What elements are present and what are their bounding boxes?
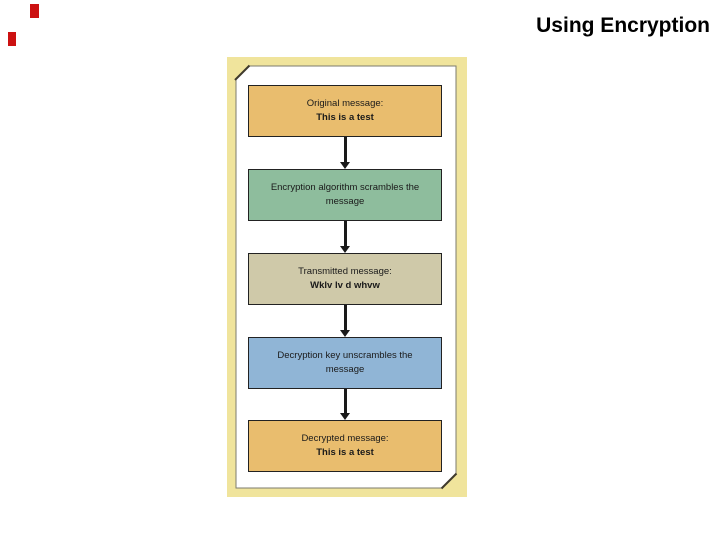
flow-box-label-line1: Decrypted message: [301,433,389,444]
flow-box-label-line1: Original message: [306,98,384,109]
red-accent-mark [8,32,16,46]
flow-arrow-down [340,137,350,169]
flow-box-label-line1: Transmitted message: [298,266,392,277]
flow-box-decryption-key: Decryption key unscrambles the message [248,337,442,389]
plaque-bevel-shadow-top-left [234,64,251,81]
plaque-bevel-shadow-bottom-right [440,472,458,490]
flow-box-label-line1: Decryption key unscrambles the [277,350,413,361]
flow-box-encryption-algorithm: Encryption algorithm scrambles the messa… [248,169,442,221]
flow-box-transmitted-message: Transmitted message: Wklv lv d whvw [248,253,442,305]
slide-title: Using Encryption [536,14,710,37]
flow-box-label-line1: Encryption algorithm scrambles the [270,182,420,193]
flow-box-label-line2: This is a test [316,447,374,458]
flow-arrow-down [340,389,350,420]
flow-arrow-down [340,221,350,253]
flow-box-label-line2: message [325,364,365,375]
flow-box-label-line2: Wklv lv d whvw [310,280,380,291]
flow-box-label-line2: This is a test [316,112,374,123]
flow-box-decrypted-message: Decrypted message: This is a test [248,420,442,472]
flow-box-label-line2: message [325,196,365,207]
flow-arrow-down [340,305,350,337]
flow-box-original-message: Original message: This is a test [248,85,442,137]
red-accent-mark [30,4,39,18]
diagram-panel: Original message: This is a test Encrypt… [227,57,467,497]
